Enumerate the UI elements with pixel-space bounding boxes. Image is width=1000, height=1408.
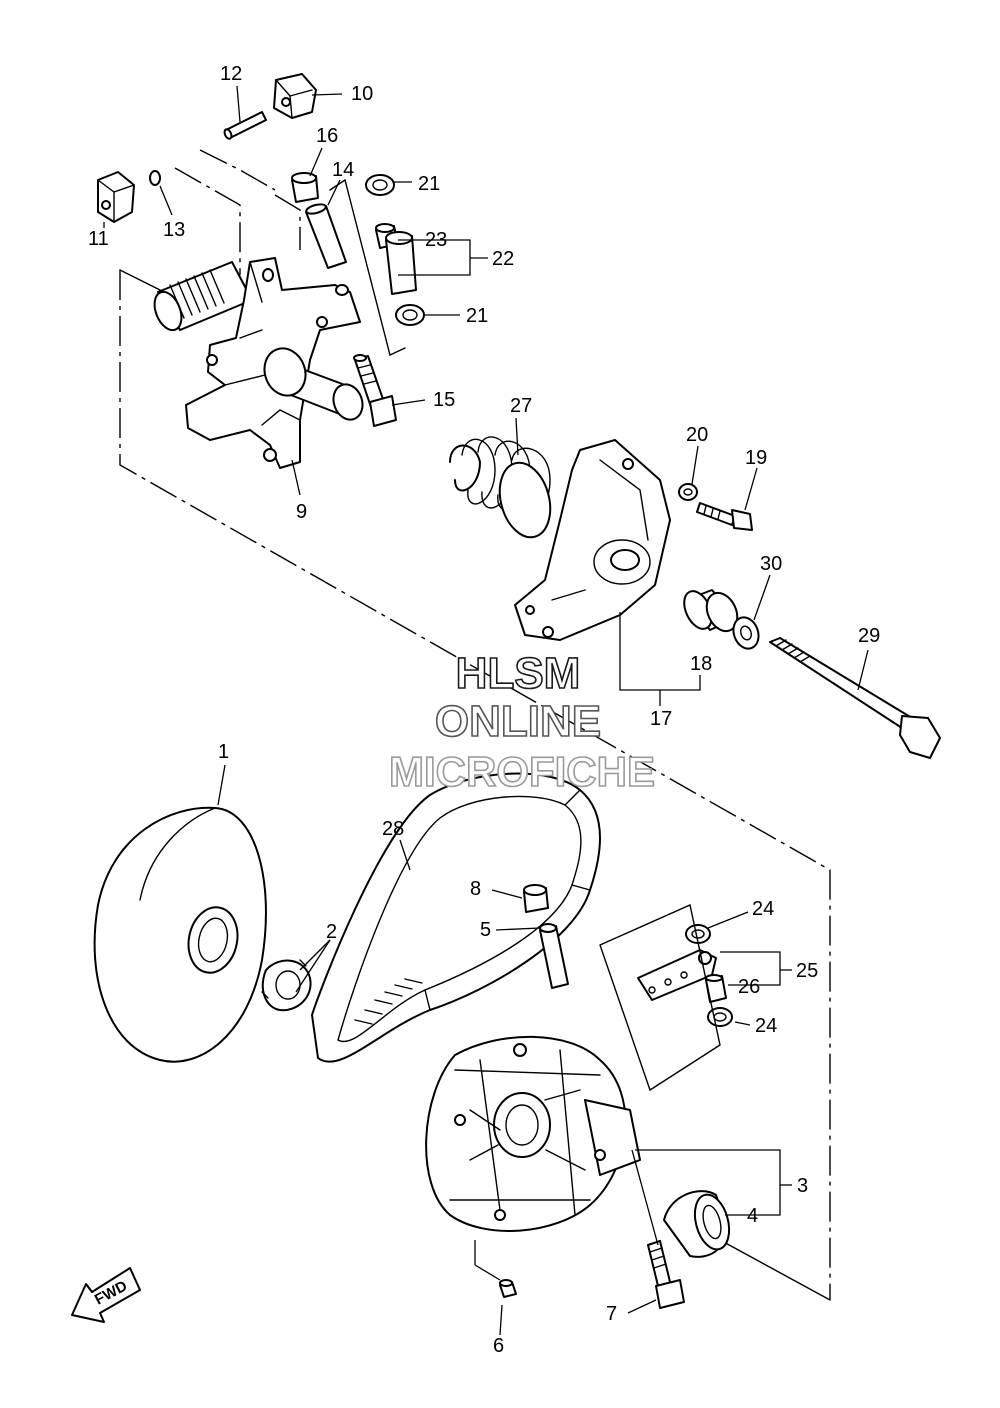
part-16-collar-nut bbox=[291, 172, 319, 203]
part-24-washer-top bbox=[685, 924, 711, 944]
part-8-collar-nut bbox=[523, 884, 549, 913]
callout-13: 13 bbox=[163, 219, 185, 241]
secondary-fixed-sheave bbox=[153, 257, 364, 469]
callout-27: 27 bbox=[510, 395, 532, 417]
callout-18: 18 bbox=[690, 653, 712, 675]
part-27-spring bbox=[449, 436, 552, 539]
callout-16: 16 bbox=[316, 125, 338, 147]
callout-14: 14 bbox=[332, 159, 354, 181]
part-26-pin bbox=[705, 974, 727, 1003]
assembly-boundary-lines bbox=[119, 149, 831, 1301]
watermark-line-3: MICROFICHE bbox=[389, 748, 655, 795]
callout-23: 23 bbox=[425, 229, 447, 251]
part-6-pin bbox=[499, 1279, 517, 1298]
callout-9: 9 bbox=[296, 501, 307, 523]
callout-4: 4 bbox=[747, 1205, 758, 1227]
part-19-bolt bbox=[696, 502, 753, 531]
callout-10: 10 bbox=[351, 83, 373, 105]
part-18-bushing bbox=[683, 589, 739, 633]
part-17-cam-cover bbox=[514, 439, 671, 641]
callout-25: 25 bbox=[796, 960, 818, 982]
callout-22: 22 bbox=[492, 248, 514, 270]
part-3-sheave-assembly bbox=[425, 1035, 641, 1232]
callout-8: 8 bbox=[470, 878, 481, 900]
bracket-24-26 bbox=[599, 904, 721, 1092]
part-7-bolt bbox=[647, 1240, 685, 1309]
part-21-washer-top bbox=[365, 174, 395, 196]
part-15-bolt bbox=[353, 354, 397, 427]
callout-24-bottom: 24 bbox=[755, 1015, 777, 1037]
part-1-movable-sheave bbox=[93, 806, 267, 1063]
watermark-line-1: HLSM bbox=[456, 649, 581, 698]
part-4-collar bbox=[663, 1190, 731, 1258]
part-13-o-ring bbox=[149, 170, 161, 186]
callout-12: 12 bbox=[220, 63, 242, 85]
callout-21-top: 21 bbox=[418, 173, 440, 195]
callout-17: 17 bbox=[650, 708, 672, 730]
callout-29: 29 bbox=[858, 625, 880, 647]
callout-11: 11 bbox=[88, 228, 109, 250]
part-28-drive-belt bbox=[311, 772, 601, 1063]
part-22-bushing bbox=[385, 231, 417, 295]
callout-6: 6 bbox=[493, 1335, 504, 1357]
callout-30: 30 bbox=[760, 553, 782, 575]
callout-20: 20 bbox=[686, 424, 708, 446]
callout-3: 3 bbox=[797, 1175, 808, 1197]
callout-28: 28 bbox=[382, 818, 404, 840]
part-12-pin bbox=[223, 111, 267, 140]
part-21-washer-bottom bbox=[395, 304, 425, 326]
part-30-washer bbox=[732, 616, 760, 650]
watermark: HLSM ONLINE MICROFICHE bbox=[388, 648, 656, 796]
watermark-line-2: ONLINE bbox=[435, 697, 601, 746]
part-20-washer bbox=[678, 483, 698, 501]
callout-21-bottom: 21 bbox=[466, 305, 488, 327]
callout-1: 1 bbox=[218, 741, 229, 763]
callout-24-top: 24 bbox=[752, 898, 774, 920]
callout-19: 19 bbox=[745, 447, 767, 469]
callout-2: 2 bbox=[326, 921, 337, 943]
fwd-arrow-icon: FWD bbox=[71, 1267, 141, 1323]
part-11-slider-block bbox=[97, 171, 135, 223]
part-10-slider-block bbox=[273, 73, 317, 119]
part-24-washer-bottom bbox=[707, 1007, 733, 1027]
part-29-long-bolt bbox=[769, 637, 941, 759]
callout-15: 15 bbox=[433, 389, 455, 411]
callout-labels: 1 2 3 4 5 6 7 8 9 10 11 12 13 14 15 16 1… bbox=[88, 63, 880, 1357]
part-5-sleeve bbox=[539, 923, 569, 989]
part-14-sleeve bbox=[305, 203, 347, 269]
part-25-roller-arm bbox=[637, 949, 717, 1001]
leader-lines bbox=[103, 85, 869, 1336]
part-2-split-collar bbox=[261, 959, 312, 1012]
callout-26: 26 bbox=[738, 976, 760, 998]
callout-5: 5 bbox=[480, 919, 491, 941]
callout-7: 7 bbox=[606, 1303, 617, 1325]
